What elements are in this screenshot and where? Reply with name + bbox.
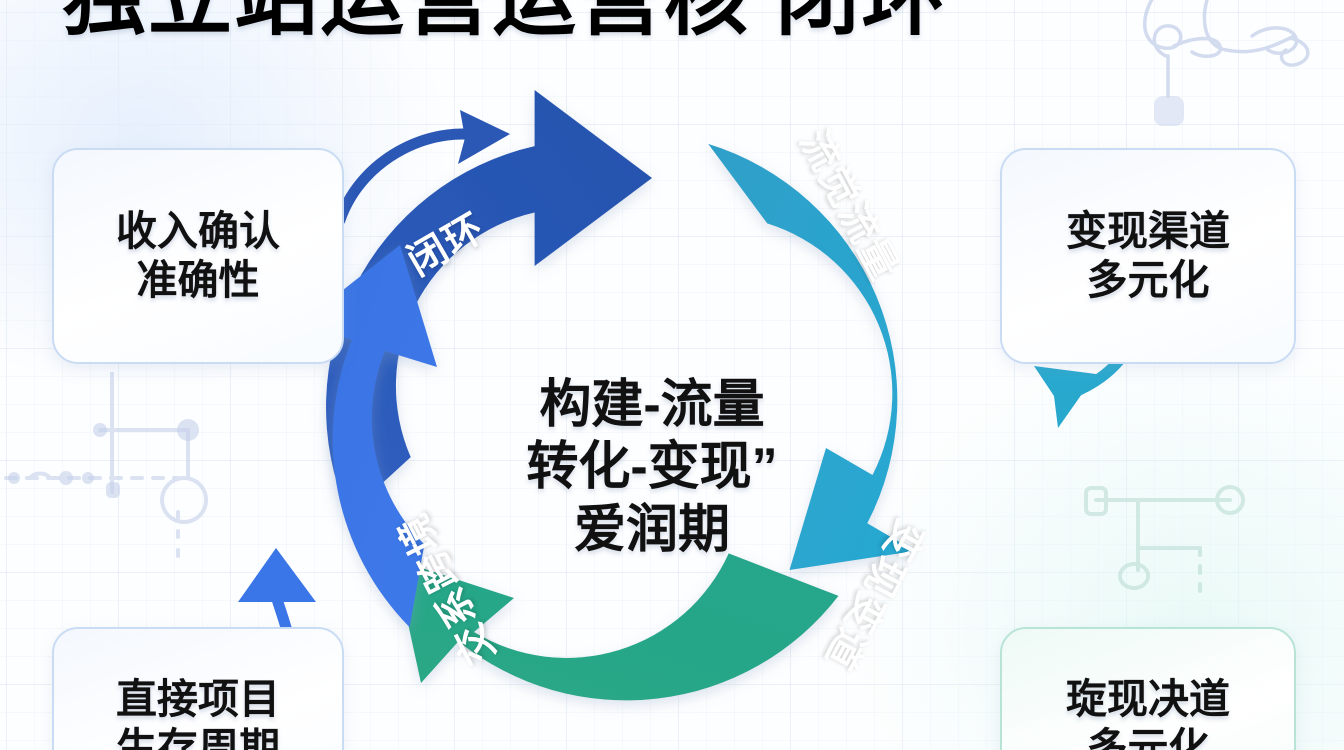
- card-tr-line-1: 变现渠道: [1066, 207, 1230, 254]
- card-br-line-1: 琁现决道: [1066, 675, 1230, 722]
- card-bl-line-2: 生存周期: [116, 725, 280, 750]
- card-bl-line-1: 直接项目: [116, 675, 280, 722]
- card-br-line-2: 多元化: [1086, 725, 1210, 750]
- cycle-ring-diagram: [300, 90, 915, 701]
- arc-segment-traffic: [708, 143, 915, 570]
- card-revenue-recognition[interactable]: 收入确认 准确性: [52, 148, 344, 364]
- card-monetization-channels[interactable]: 变现渠道 多元化: [1000, 148, 1296, 364]
- card-tl-line-1: 收入确认: [116, 207, 280, 254]
- arc-segment-cross-border: [300, 245, 437, 628]
- arc-segment-close-loop: [326, 90, 652, 515]
- page-title: 独立站运营运营核 闭环: [62, 0, 947, 40]
- card-tl-line-2: 准确性: [136, 257, 260, 303]
- card-monetization-decision[interactable]: 琁现决道 多元化: [1000, 627, 1296, 750]
- card-direct-project[interactable]: 直接项目 生存周期: [52, 627, 344, 750]
- card-tr-line-2: 多元化: [1086, 257, 1210, 303]
- arc-segment-monetize: [394, 553, 839, 701]
- connector-top-left: [334, 110, 510, 226]
